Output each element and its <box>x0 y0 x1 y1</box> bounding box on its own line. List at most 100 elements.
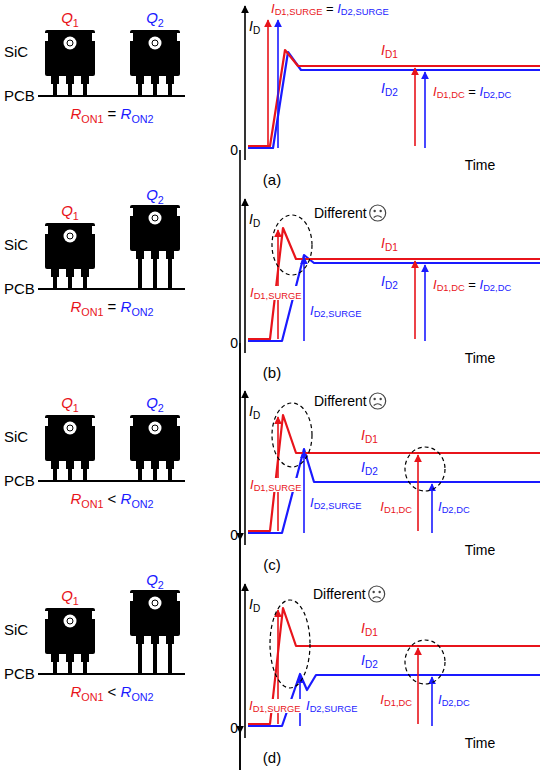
text-run: Q <box>61 587 73 604</box>
text-run: SiC <box>4 428 28 445</box>
panel <box>38 6 540 540</box>
current-label: ID1,SURGE = ID2,SURGE <box>270 2 390 17</box>
level-arrow <box>277 417 279 531</box>
text-run: D1 <box>365 627 378 638</box>
current-label: ID2,SURGE <box>309 496 362 511</box>
text-run: D1,DC <box>384 698 412 708</box>
current-label: ID1,SURGE <box>249 478 302 493</box>
device-label: Q2 <box>146 394 164 411</box>
resistance-relation: RON1 = RON2 <box>70 105 153 122</box>
annotation: Different <box>313 586 366 602</box>
panel-tag: (c) <box>263 556 281 573</box>
to247-package <box>45 223 95 289</box>
text-run: R <box>70 298 81 315</box>
axis-origin: 0 <box>230 142 238 158</box>
level-arrow <box>267 20 269 146</box>
highlight-ellipse <box>270 600 310 688</box>
text-run: I <box>361 459 365 475</box>
text-run: D1 <box>385 242 398 253</box>
text-run: = <box>322 1 337 16</box>
text-run: Q <box>146 9 158 26</box>
text-run: 2 <box>158 579 164 591</box>
to247-package <box>130 415 180 481</box>
text-run: SiC <box>4 43 28 60</box>
level-arrow <box>424 265 426 341</box>
curve-label: ID1 <box>380 235 399 251</box>
text-run: < <box>103 683 120 700</box>
text-run: I <box>306 698 310 713</box>
text-run: I <box>380 692 384 707</box>
text-run: 0 <box>230 335 238 351</box>
text-run: D2 <box>365 466 378 477</box>
device-label: Q1 <box>61 587 79 604</box>
text-run: D1 <box>385 49 398 60</box>
text-run: I <box>438 692 442 707</box>
current-label: ID1,SURGE <box>249 286 302 301</box>
axis-label: ID <box>249 596 260 612</box>
axis-label: ID <box>249 18 260 34</box>
text-run: PCB <box>4 665 35 682</box>
text-run: I <box>249 596 253 612</box>
text-run: R <box>121 490 132 507</box>
text-run: (a) <box>263 171 281 188</box>
text-run: D1,SURGE <box>254 483 302 493</box>
panel <box>38 391 540 770</box>
text-run: = <box>465 84 480 99</box>
to247-package <box>130 30 180 96</box>
material-label: SiC <box>4 621 28 638</box>
current-axis <box>244 584 246 738</box>
axis-label: Time <box>465 157 496 173</box>
text-run: I <box>337 1 341 16</box>
device-label: Q2 <box>146 571 164 588</box>
text-run: R <box>121 298 132 315</box>
text-run: SiC <box>4 621 28 638</box>
text-run: = <box>103 105 120 122</box>
level-arrow <box>424 72 426 148</box>
text-run: I <box>361 652 365 668</box>
current-axis <box>244 391 246 545</box>
text-run: D <box>253 25 260 36</box>
text-run: I <box>310 303 314 318</box>
level-arrow <box>277 20 279 148</box>
resistance-relation: RON1 = RON2 <box>70 298 153 315</box>
axis-origin: 0 <box>230 527 238 543</box>
curve-label: ID2 <box>380 80 399 96</box>
text-run: Time <box>465 157 496 173</box>
text-run: PCB <box>4 280 35 297</box>
panel <box>38 199 540 733</box>
highlight-ellipse <box>405 447 445 491</box>
material-label: SiC <box>4 236 28 253</box>
text-run: D1,SURGE <box>253 704 301 714</box>
current-axis <box>244 6 246 160</box>
text-run: D1,DC <box>384 505 412 515</box>
text-run: I <box>361 620 365 636</box>
sad-face-icon <box>370 393 386 409</box>
text-run: ON1 <box>81 691 103 703</box>
board-label: PCB <box>4 87 35 104</box>
current-label: ID1,DC = ID2,DC <box>432 85 512 100</box>
device-label: Q1 <box>61 202 79 219</box>
text-run: Q <box>146 571 158 588</box>
text-run: I <box>381 235 385 251</box>
text-run: ON2 <box>131 113 153 125</box>
text-run: ON2 <box>131 498 153 510</box>
current-label: ID1,DC = ID2,DC <box>432 278 512 293</box>
text-run: (c) <box>263 556 281 573</box>
to247-package <box>45 608 95 674</box>
text-run: 2 <box>158 402 164 414</box>
device-label: Q1 <box>61 394 79 411</box>
text-run: D1,DC <box>437 283 465 293</box>
highlight-ellipse <box>405 640 445 684</box>
text-run: R <box>70 490 81 507</box>
highlight-ellipse <box>272 215 312 275</box>
text-run: Different <box>314 393 367 409</box>
text-run: D1,SURGE <box>254 291 302 301</box>
curve-label: ID2 <box>360 652 379 668</box>
text-run: R <box>70 105 81 122</box>
text-run: 2 <box>158 17 164 29</box>
text-run: I <box>271 1 275 16</box>
text-run: I <box>310 495 314 510</box>
text-run: PCB <box>4 472 35 489</box>
text-run: I <box>433 84 437 99</box>
text-run: I <box>381 42 385 58</box>
